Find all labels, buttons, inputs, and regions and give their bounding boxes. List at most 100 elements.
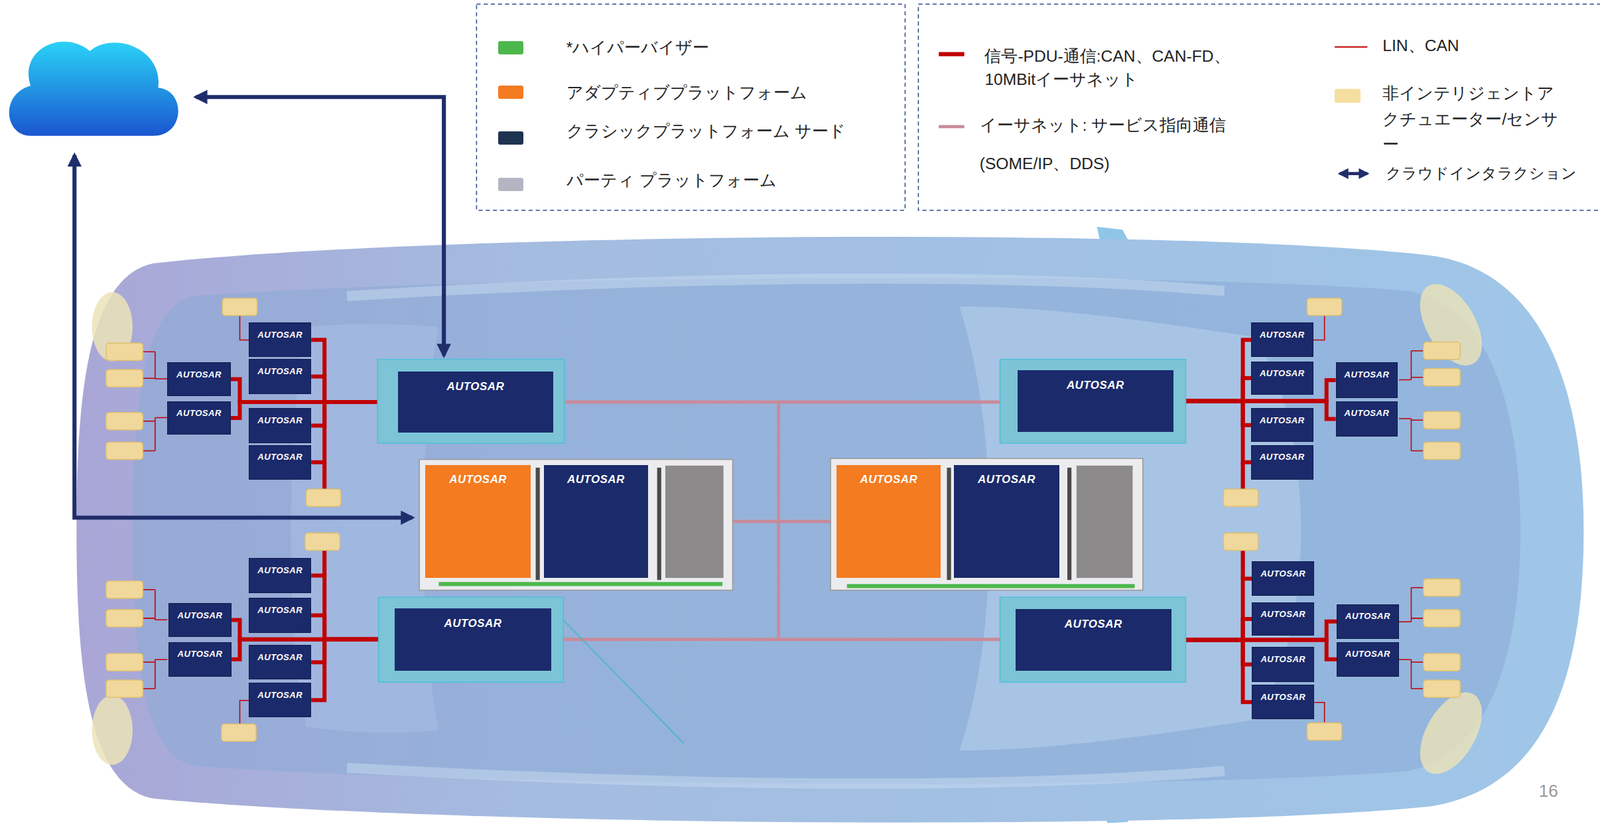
legend-text: LIN、CAN — [1382, 33, 1587, 59]
legend-swatch — [1334, 88, 1360, 104]
autosar-logo-text: AUTOSAR — [1259, 368, 1305, 379]
wire — [239, 700, 249, 724]
autosar-logo-text: AUTOSAR — [567, 473, 625, 487]
legend-text: 非インテリジェントアクチュエーター/センサー — [1382, 80, 1567, 158]
autosar-logo-text: AUTOSAR — [257, 690, 303, 700]
text-stack: AUTOSAR — [1259, 415, 1305, 426]
sensor — [106, 369, 143, 387]
sensors — [106, 297, 1461, 741]
autosar-logo-text: AUTOSAR — [1259, 452, 1305, 462]
legend-text: イーサネット: サービス指向通信 (SOME/IP、DDS) — [979, 106, 1261, 184]
cabin — [132, 277, 1521, 785]
legend-swatch — [498, 177, 524, 192]
sensor — [1223, 488, 1258, 507]
autosar-logo-text: AUTOSAR — [859, 473, 918, 487]
wire — [322, 462, 327, 489]
sensor — [305, 488, 341, 507]
classic-platform: AUTOSAR — [953, 465, 1059, 578]
legend-arrow-sample — [1339, 171, 1368, 176]
zone-ecu: AUTOSAR — [398, 371, 554, 433]
zone-ecu: AUTOSAR — [394, 608, 551, 671]
sensor — [1423, 609, 1461, 627]
legend-frame — [918, 3, 1600, 211]
sensor — [1423, 368, 1461, 387]
sill — [346, 278, 1225, 296]
legend-text: 信号-PDU-通信:CAN、CAN-FD、10MBitイーサネット — [984, 44, 1266, 92]
autosar-logo-text: AUTOSAR — [1344, 408, 1390, 418]
autosar-logo-text: AUTOSAR — [177, 649, 223, 659]
autosar-logo-text: AUTOSAR — [1066, 379, 1125, 393]
text-stack: AUTOSAR — [257, 652, 303, 663]
ecu-box: AUTOSAR — [1251, 561, 1315, 596]
ecu-box: AUTOSAR — [1251, 322, 1314, 357]
ecu-box: AUTOSAR — [167, 362, 231, 397]
text-stack: AUTOSAR — [257, 690, 303, 700]
text-stack: AUTOSAR — [257, 330, 303, 340]
wire — [142, 659, 168, 689]
ecu-box: AUTOSAR — [1251, 602, 1315, 637]
wire — [1241, 550, 1246, 580]
zone-ecu: AUTOSAR — [1015, 608, 1172, 670]
text-stack: AUTOSAR — [1064, 618, 1123, 631]
autosar-logo-text: AUTOSAR — [1259, 330, 1305, 340]
text-stack: AUTOSAR — [257, 415, 303, 426]
ecu-box: AUTOSAR — [248, 557, 312, 593]
sensor — [1223, 532, 1258, 550]
ecu-box: AUTOSAR — [248, 597, 312, 633]
autosar-logo-text: AUTOSAR — [257, 452, 303, 462]
autosar-logo-text: AUTOSAR — [257, 330, 303, 340]
classic-platform: AUTOSAR — [543, 465, 649, 578]
sensor — [106, 342, 143, 361]
autosar-logo-text: AUTOSAR — [257, 565, 303, 576]
text-stack: AUTOSAR — [257, 452, 303, 462]
ecu-box: AUTOSAR — [1251, 361, 1314, 396]
autosar-logo-text: AUTOSAR — [177, 610, 223, 621]
sensor — [1307, 297, 1342, 316]
ethernet-backbone — [776, 401, 781, 641]
autosar-logo-text: AUTOSAR — [257, 652, 303, 663]
autosar-logo-text: AUTOSAR — [1260, 654, 1306, 665]
text-stack: AUTOSAR — [177, 610, 223, 621]
ecu-box: AUTOSAR — [1251, 646, 1315, 682]
text-stack: AUTOSAR — [449, 473, 507, 487]
ecu-box: AUTOSAR — [248, 358, 312, 394]
wire — [1399, 659, 1424, 689]
sensor — [106, 609, 143, 627]
cloud-icon — [9, 41, 179, 136]
adaptive-platform: AUTOSAR — [836, 465, 941, 578]
ecu-box: AUTOSAR — [168, 642, 232, 677]
text-stack: AUTOSAR — [1260, 654, 1306, 665]
zone-ecu: AUTOSAR — [1017, 370, 1174, 432]
ecu-box: AUTOSAR — [1335, 362, 1399, 399]
autosar-logo-text: AUTOSAR — [1259, 415, 1305, 426]
ecu-box: AUTOSAR — [167, 401, 231, 436]
sensor — [1423, 679, 1461, 698]
wire — [1399, 587, 1424, 623]
text-stack: AUTOSAR — [176, 370, 222, 380]
wire — [1241, 462, 1246, 489]
sensor — [106, 441, 143, 460]
autosar-logo-text: AUTOSAR — [446, 380, 505, 394]
legend-frame — [476, 3, 905, 211]
wire — [239, 315, 249, 341]
text-stack: AUTOSAR — [1260, 609, 1306, 619]
autosar-logo-text: AUTOSAR — [176, 370, 222, 380]
text-stack: AUTOSAR — [257, 605, 303, 615]
text-stack: AUTOSAR — [1066, 379, 1125, 393]
central-computers — [419, 458, 1143, 591]
legend-swatch — [498, 85, 524, 99]
wire — [142, 417, 168, 451]
car-outline — [76, 236, 1584, 823]
ecu-box: AUTOSAR — [248, 322, 312, 357]
text-stack: AUTOSAR — [176, 408, 222, 418]
ethernet-line — [553, 400, 1018, 404]
legend-line-sample — [938, 51, 964, 56]
leader-line — [555, 612, 684, 743]
car-body — [76, 226, 1584, 824]
headlight — [91, 695, 133, 765]
legend-swatch — [498, 41, 524, 55]
legend-text: *ハイパーバイザー — [566, 35, 893, 61]
ecu-box: AUTOSAR — [1251, 684, 1315, 720]
ecu-box: AUTOSAR — [1336, 642, 1400, 677]
